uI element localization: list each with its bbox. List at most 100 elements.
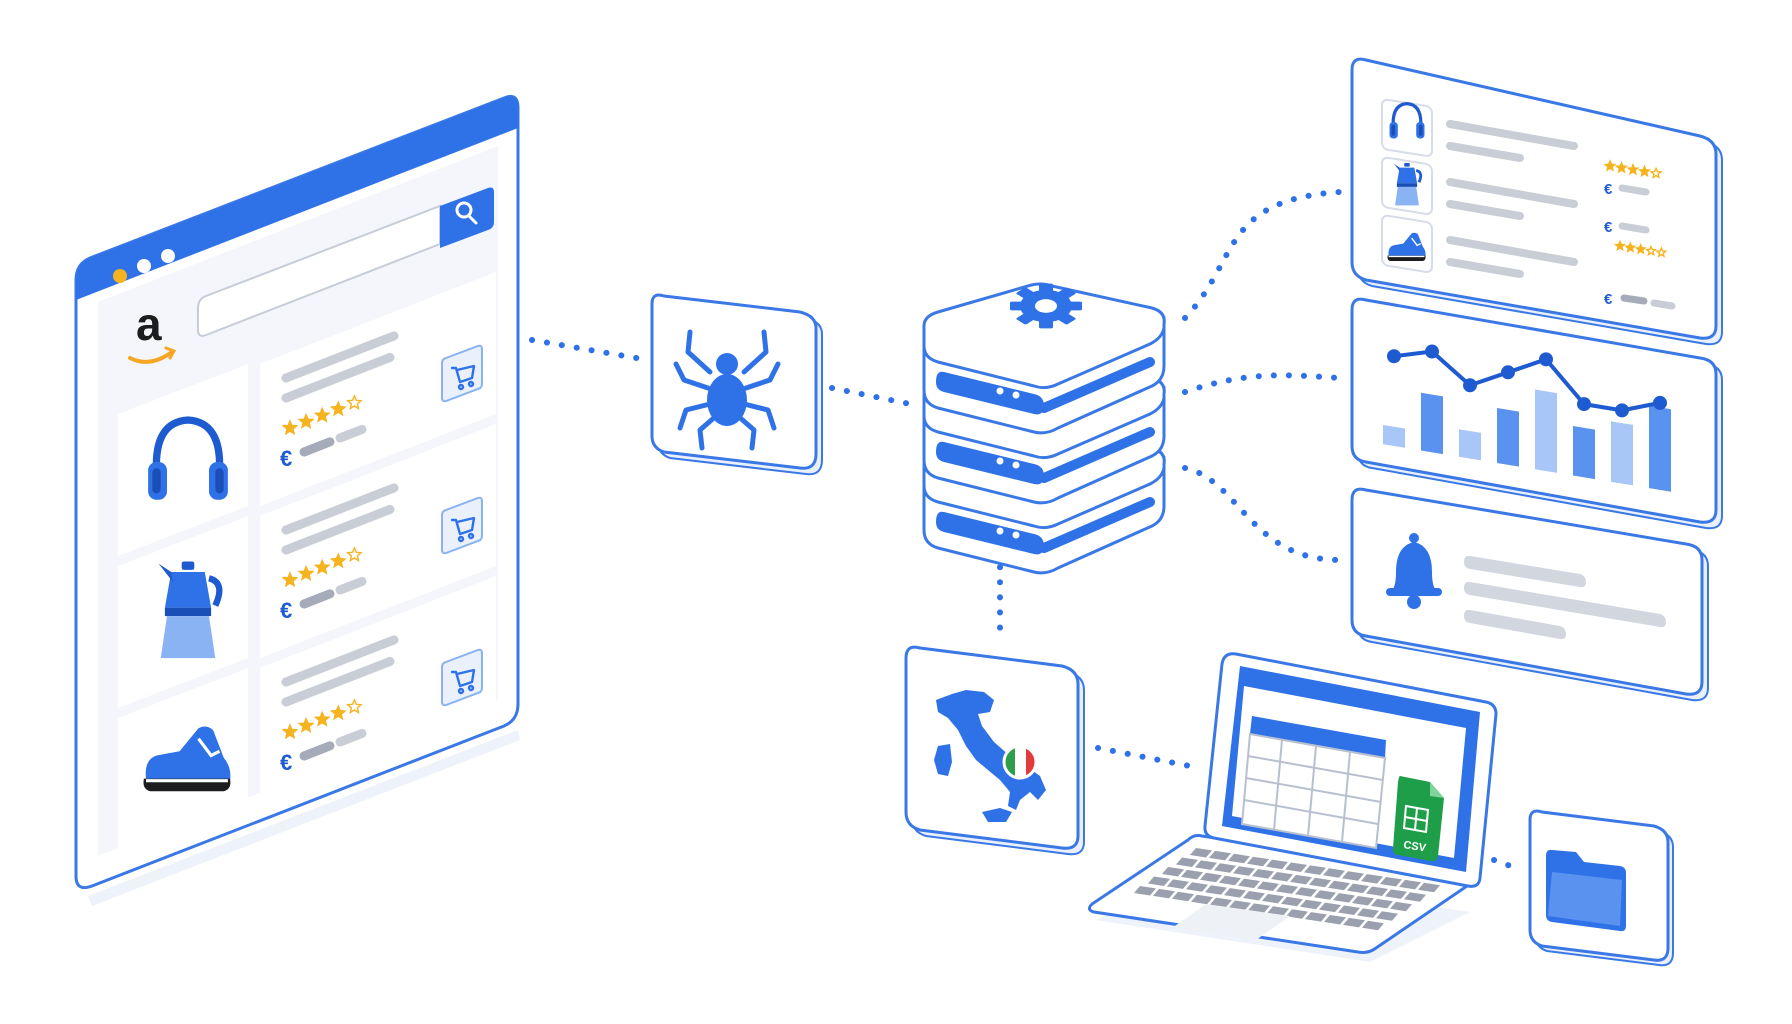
star-empty-icon [1649,166,1663,179]
keyboard-key [1229,900,1251,910]
star-empty-icon [1655,246,1668,258]
price-placeholder [335,576,367,595]
star-filled-icon [329,400,347,417]
result-title-placeholder [1446,178,1578,208]
star-empty-icon [345,698,363,714]
result-row[interactable] [1381,214,1578,278]
keyboard-key [1357,908,1379,918]
italy-flag-icon [1002,744,1038,780]
price-currency: € [1604,291,1613,308]
alert-text-line [1464,609,1566,640]
chart-bar [1497,408,1519,467]
sneaker-icon [143,726,231,792]
add-to-cart-button[interactable] [441,496,483,555]
cart-icon [450,668,476,695]
price-currency: € [1604,219,1613,236]
star-empty-icon [345,546,363,562]
chart-point [1539,352,1553,367]
price-trend-chart [1383,344,1671,492]
csv-file-icon: CSV [1392,776,1444,862]
keyboard-key [1305,912,1327,922]
price-placeholder [299,589,335,609]
connector-server-to-results [1182,189,1343,321]
result-row[interactable] [1381,98,1578,162]
product-list: €€€ [118,272,496,860]
keyboard-key [1324,915,1346,925]
star-filled-icon [329,704,347,721]
keyboard [1134,848,1440,931]
result-subtitle-placeholder [1446,258,1524,278]
result-row[interactable] [1381,156,1578,220]
product-card[interactable]: € [118,272,496,556]
connector-laptop-to-folder [1491,857,1519,871]
chart-point [1425,344,1439,359]
star-filled-icon [297,412,315,429]
star-filled-icon [1637,164,1652,178]
chart-point [1615,403,1629,418]
results-panel: €€€ [1350,57,1723,346]
result-title-placeholder [1446,120,1578,150]
keyboard-key [1338,905,1360,915]
window-controls[interactable] [113,249,175,283]
star-empty-icon [1645,244,1657,257]
chart-panel [1350,297,1723,530]
result-subtitle-placeholder [1446,142,1524,162]
moka-pot-icon [158,561,223,659]
laptop: CSV [1087,652,1498,962]
keyboard-key [1205,885,1227,895]
keyboard-key [1172,891,1194,902]
keyboard-key [1195,860,1217,870]
price-placeholder [299,741,335,761]
keyboard-key [1286,909,1308,919]
product-subtitle-placeholder [281,504,395,555]
chart-bar [1383,424,1405,448]
export-folder-tile [1528,809,1674,967]
price-placeholder [335,728,367,747]
keyboard-key [1162,867,1184,877]
keyboard-key [1134,886,1156,896]
search-button[interactable] [440,187,494,249]
chart-bar [1421,392,1443,455]
connector-map-to-laptop [1095,745,1203,771]
keyboard-key [1186,882,1208,892]
keyboard-key [1248,903,1270,913]
keyboard-key [1262,893,1284,904]
connector-server-to-chart [1182,372,1343,395]
server-unit [922,282,1166,435]
chart-bar [1649,405,1671,492]
keyboard-key [1319,902,1341,913]
chart-point [1501,365,1515,380]
italy-region-tile [904,645,1085,856]
chart-point [1577,397,1591,412]
add-to-cart-button[interactable] [441,648,483,707]
star-filled-icon [281,419,299,436]
keyboard-key [1224,888,1246,898]
server-stack [922,282,1166,575]
connector-server-to-alert [1182,465,1343,563]
alert-panel [1350,487,1709,702]
keyboard-key [1200,872,1222,883]
keyboard-key [1181,869,1203,880]
gear-icon [1010,283,1082,329]
keyboard-key [1238,878,1260,889]
logo-smile-icon [128,350,174,364]
keyboard-key [1418,882,1440,893]
star-filled-icon [1634,242,1647,255]
add-to-cart-button[interactable] [441,344,483,403]
keyboard-key [1266,859,1288,870]
chart-bar [1611,421,1633,486]
alert-text-line [1464,581,1666,628]
star-filled-icon [313,558,331,575]
keyboard-key [1271,872,1293,882]
price-placeholder [1620,294,1648,305]
keyboard-key [1276,884,1298,894]
keyboard-key [1361,874,1383,884]
cart-icon [450,364,476,391]
product-card[interactable]: € [118,576,496,860]
star-filled-icon [281,571,299,588]
product-title-placeholder [281,331,399,383]
product-card[interactable]: € [118,424,496,708]
keyboard-key [1328,880,1350,891]
search-input[interactable] [197,204,441,337]
